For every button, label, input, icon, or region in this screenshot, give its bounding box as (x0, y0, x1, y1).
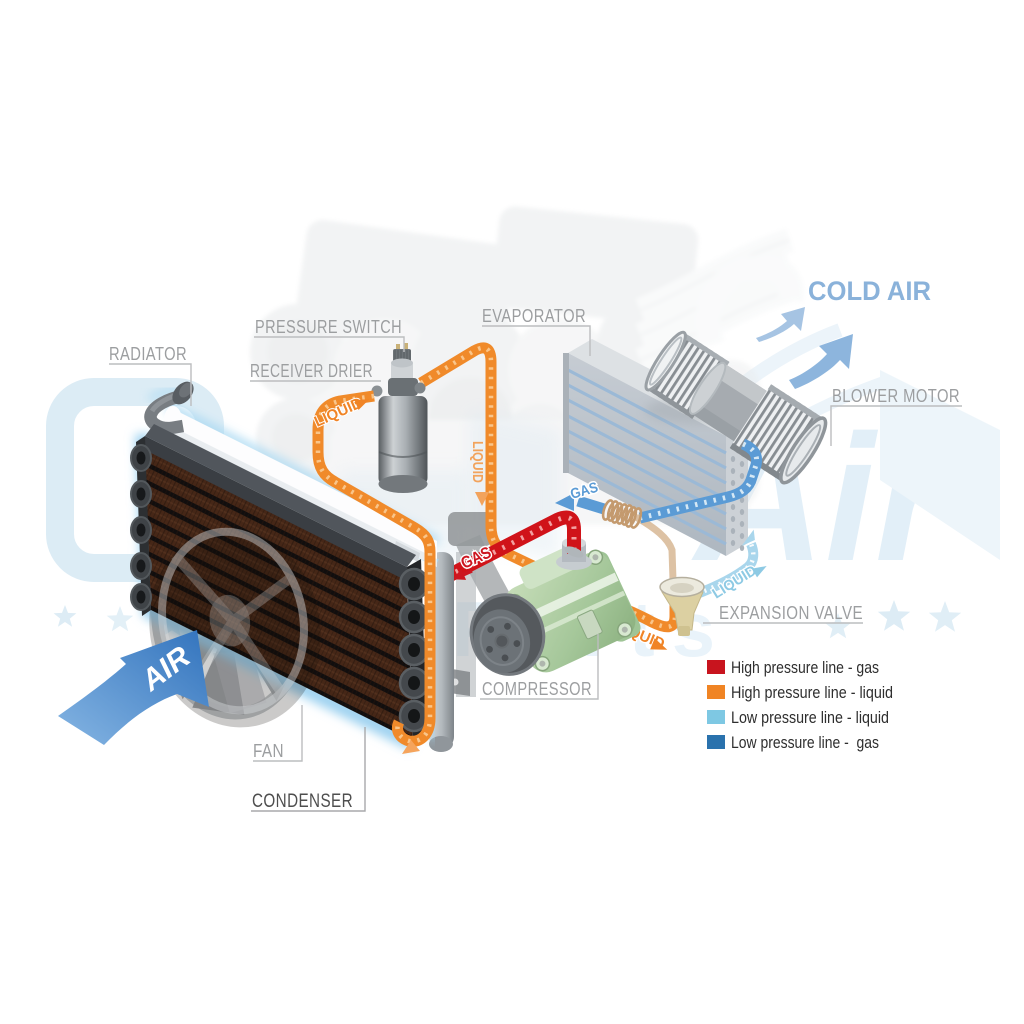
svg-text:RECEIVER DRIER: RECEIVER DRIER (250, 361, 373, 381)
svg-text:RADIATOR: RADIATOR (109, 344, 187, 364)
svg-text:EVAPORATOR: EVAPORATOR (482, 306, 586, 326)
svg-text:LIQUID: LIQUID (469, 441, 486, 483)
svg-text:Low pressure line - gas: Low pressure line - gas (731, 733, 879, 752)
svg-text:CONDENSER: CONDENSER (252, 791, 353, 812)
svg-text:BLOWER MOTOR: BLOWER MOTOR (832, 386, 960, 406)
svg-text:EXPANSION VALVE: EXPANSION VALVE (719, 603, 863, 623)
svg-text:Low pressure line - liquid: Low pressure line - liquid (731, 708, 889, 727)
svg-text:High pressure line - liquid: High pressure line - liquid (731, 683, 893, 702)
svg-text:High pressure line - gas: High pressure line - gas (731, 658, 879, 677)
svg-text:COLD AIR: COLD AIR (808, 276, 931, 306)
svg-text:FAN: FAN (253, 741, 284, 761)
svg-text:PRESSURE SWITCH: PRESSURE SWITCH (255, 317, 402, 337)
svg-text:COMPRESSOR: COMPRESSOR (482, 679, 592, 699)
